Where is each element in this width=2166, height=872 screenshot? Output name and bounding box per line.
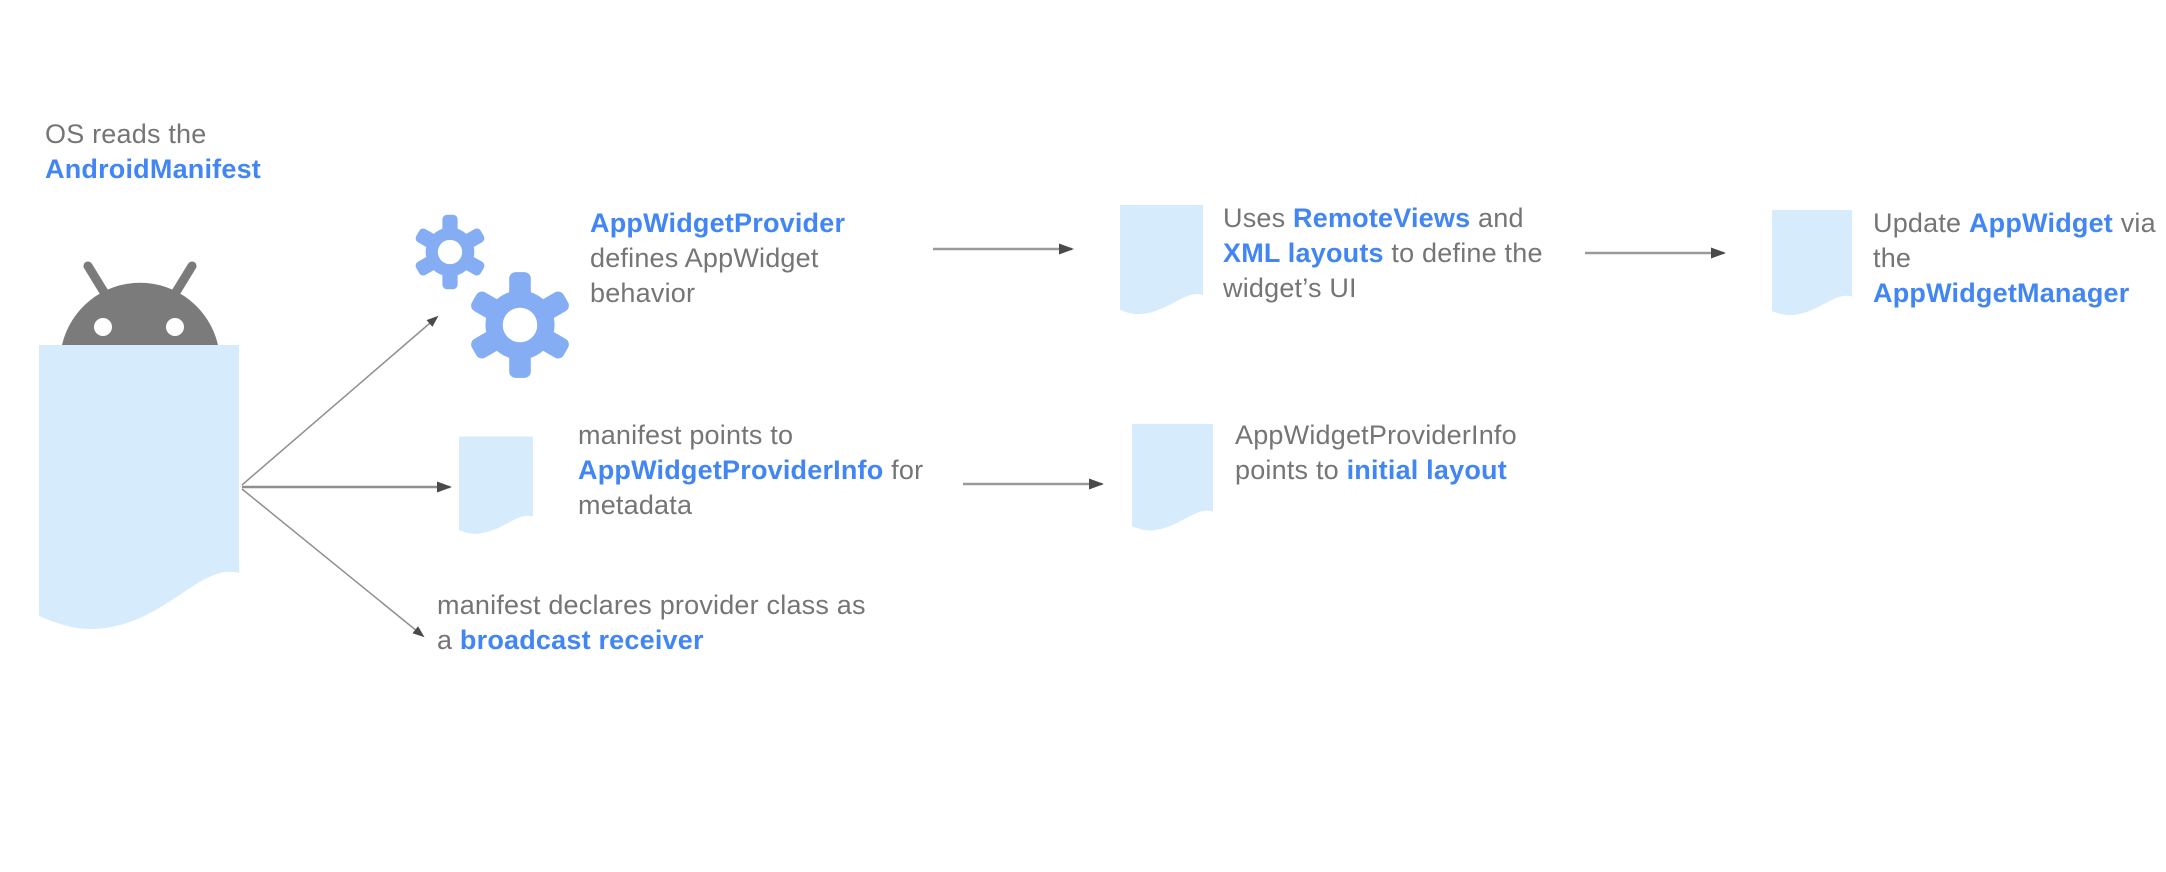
highlighted-term: initial layout <box>1346 455 1507 485</box>
text-segment: the <box>1873 243 1912 273</box>
highlighted-term: XML layouts <box>1223 238 1384 268</box>
manifest-document-icon <box>39 345 239 629</box>
remoteviews-document-icon <box>1120 205 1203 315</box>
initial-layout-label: AppWidgetProviderInfo points to initial l… <box>1235 418 1517 488</box>
initial-layout-document-icon <box>1132 423 1213 531</box>
arrow-manifest-to-gears <box>241 315 439 486</box>
broadcast-receiver-label: manifest declares provider class as a bro… <box>437 588 866 658</box>
text-segment: Uses <box>1223 203 1294 233</box>
text-segment: manifest points to <box>578 420 794 450</box>
highlighted-term: AppWidgetManager <box>1873 278 2130 308</box>
text-segment: for <box>883 455 924 485</box>
highlighted-term: AppWidgetProvider <box>590 208 846 238</box>
providerinfo-document-icon <box>459 436 533 534</box>
text-segment: manifest declares provider class as <box>437 590 866 620</box>
highlighted-term: broadcast receiver <box>459 625 704 655</box>
text-segment: defines AppWidget <box>590 243 819 273</box>
text-segment: Update <box>1873 208 1969 238</box>
gear-large-icon <box>468 272 572 378</box>
text-segment: AppWidgetProviderInfo <box>1235 420 1517 450</box>
appwidgetprovider-label: AppWidgetProvider defines AppWidget behavi… <box>590 206 845 311</box>
highlighted-term: AndroidManifest <box>45 154 261 184</box>
text-segment: to define the <box>1383 238 1543 268</box>
arrow-manifest-to-broadcast <box>241 488 425 638</box>
text-segment: behavior <box>590 278 696 308</box>
text-segment: and <box>1470 203 1524 233</box>
text-segment: points to <box>1235 455 1347 485</box>
text-segment: metadata <box>578 490 693 520</box>
highlighted-term: RemoteViews <box>1293 203 1471 233</box>
text-segment: a <box>437 625 460 655</box>
highlighted-term: AppWidgetProviderInfo <box>578 455 884 485</box>
highlighted-term: AppWidget <box>1968 208 2113 238</box>
appwidgetmanager-document-icon <box>1772 210 1852 316</box>
android-robot-icon <box>62 261 218 345</box>
text-segment: OS reads the <box>45 119 207 149</box>
text-segment: via <box>2113 208 2156 238</box>
text-segment: widget’s UI <box>1223 273 1357 303</box>
